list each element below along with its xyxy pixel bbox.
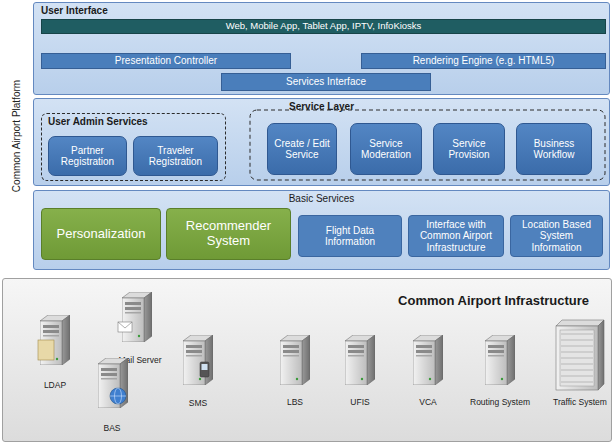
mail-server (118, 292, 152, 342)
layer-title: Common Airport Infrastructure (3, 279, 611, 308)
component-box: Services Interface (221, 73, 431, 91)
routing-server (485, 335, 515, 385)
component-box: Presentation Controller (41, 53, 291, 69)
layer-band: Web, Mobile App, Tablet App, IPTV, InfoK… (33, 2, 610, 95)
box-label: Create / Edit Service (271, 138, 333, 161)
server-label: LBS (287, 397, 303, 407)
box-label: Traveler Registration (137, 145, 214, 168)
traffic-rack (556, 320, 604, 390)
lbs-server (280, 335, 310, 385)
box-label: Rendering Engine (e.g. HTML5) (413, 55, 555, 67)
component-box: Service Provision (433, 123, 505, 175)
box-label: Service Provision (437, 138, 501, 161)
component-box: Partner Registration (48, 136, 127, 176)
box-label: Personalization (57, 227, 146, 242)
box-label: Presentation Controller (115, 55, 217, 67)
group-box: Partner Registration Traveler Registratio… (41, 113, 226, 181)
component-box: Business Workflow (516, 123, 592, 175)
box-label: Web, Mobile App, Tablet App, IPTV, InfoK… (226, 21, 422, 32)
server-label: Traffic System (553, 397, 607, 407)
component-box: Web, Mobile App, Tablet App, IPTV, InfoK… (41, 19, 606, 34)
box-label: Services Interface (286, 76, 366, 88)
server-label: UFIS (350, 397, 369, 407)
component-box: Location Based System Information (510, 215, 603, 257)
box-label: Partner Registration (52, 145, 123, 168)
server-label: BAS (103, 423, 120, 433)
component-box: Interface with Common Airport Infrastruc… (408, 215, 504, 257)
server-label: LDAP (44, 380, 66, 390)
component-box: Rendering Engine (e.g. HTML5) (361, 53, 606, 69)
sms-server (183, 335, 213, 385)
component-box: Create / Edit Service (267, 123, 337, 175)
server-label: Routing System (470, 397, 530, 407)
ufis-server (345, 335, 375, 385)
bas-server (98, 358, 128, 408)
layer-title: User Admin Services (42, 114, 225, 127)
component-box: Service Moderation (350, 123, 422, 175)
platform-label: Common Airport Platform (11, 80, 22, 192)
layer-band: Personalization Recommender System Flight … (33, 190, 610, 270)
layer-band: Partner Registration Traveler Registratio… (33, 98, 610, 186)
box-label: Interface with Common Airport Infrastruc… (412, 219, 500, 254)
box-label: Business Workflow (520, 138, 588, 161)
box-label: Recommender System (170, 219, 287, 249)
box-label: Flight Data Information (302, 225, 398, 248)
layer-title: Basic Services (34, 191, 609, 204)
box-label: Location Based System Information (514, 219, 599, 254)
box-label: Service Moderation (354, 138, 418, 161)
component-box: Flight Data Information (298, 215, 402, 257)
server-label: VCA (419, 397, 436, 407)
component-box: Traveler Registration (133, 136, 218, 176)
layer-title: User Interface (34, 3, 609, 16)
component-box: Personalization (41, 208, 161, 260)
service-group-outline (250, 110, 605, 180)
server-label: SMS (189, 398, 207, 408)
vca-server (413, 335, 443, 385)
component-box: Recommender System (166, 208, 291, 260)
ldap-server (38, 315, 70, 365)
